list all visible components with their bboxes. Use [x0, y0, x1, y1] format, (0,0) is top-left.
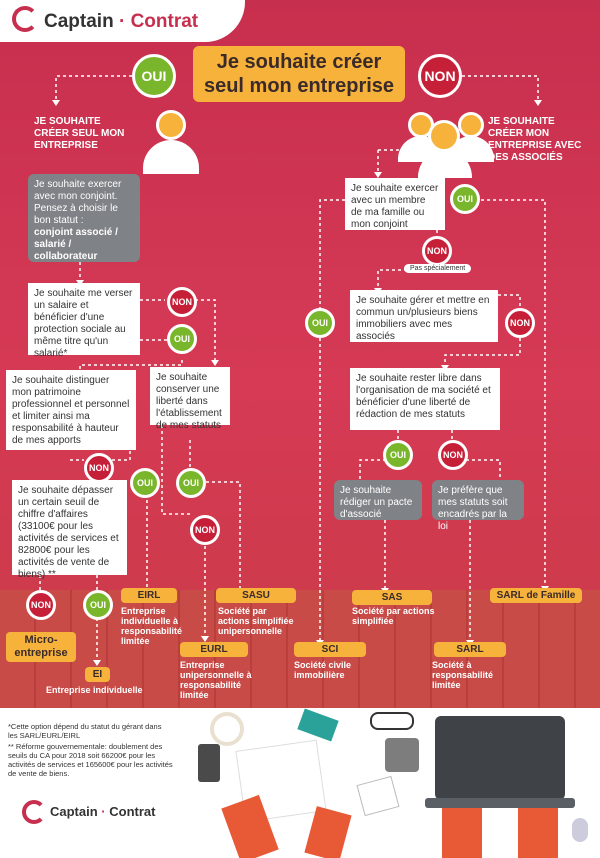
oui-badge-libre: OUI [383, 440, 413, 470]
result-sas-desc: Société par actions simplifiée [352, 606, 435, 626]
oui-badge-seuil: OUI [83, 590, 113, 620]
left-branch-heading: JE SOUHAITE CRÉER SEUL MON ENTREPRISE [34, 116, 125, 151]
footer-brand-part2: Contrat [109, 804, 156, 819]
smartphone-icon [198, 744, 220, 782]
question-salaire: Je souhaite me verser un salaire et béné… [28, 283, 140, 359]
captain-contrat-logo-icon [12, 6, 38, 32]
non-badge-libre: NON [438, 440, 468, 470]
result-sci-desc: Société civile immobilière [294, 660, 352, 680]
oui-badge-patrimoine: OUI [130, 468, 160, 498]
associates-icon-2 [458, 112, 484, 138]
oui-badge-famille: OUI [450, 184, 480, 214]
glasses-icon [370, 712, 414, 730]
title-line1: Je souhaite créer [216, 51, 382, 73]
result-sarl-desc: Société à responsabilité limitée [432, 660, 494, 690]
question-encadres: Je préfère que mes statuts soit encadrés… [432, 480, 524, 532]
question-conjoint-text: Je souhaite exercer avec mon conjoint. P… [34, 179, 122, 226]
question-libre: Je souhaite rester libre dans l'organisa… [350, 368, 500, 430]
footer-brand-logo: Captain · Contrat [50, 804, 155, 819]
non-badge-famille: NON [422, 236, 452, 266]
result-sasu: SASU [216, 588, 296, 603]
result-sasu-desc: Société par actions simplifiée uniperson… [218, 606, 294, 636]
result-sarl: SARL [434, 642, 506, 657]
brand-logo: Captain · Contrat [44, 11, 198, 33]
associates-icon-center [428, 120, 460, 152]
result-sarl-famille: SARL de Famille [490, 588, 582, 603]
oui-badge-salaire: OUI [167, 324, 197, 354]
footer-brand-dot: · [101, 804, 106, 819]
non-badge-patrimoine: NON [84, 453, 114, 483]
calculator-icon [385, 738, 419, 772]
footnote-2: ** Réforme gouvernementale: doublement d… [8, 742, 173, 778]
footer-brand-part1: Captain [50, 804, 98, 819]
left-hand-sleeve [442, 808, 482, 858]
non-badge-main: NON [418, 54, 462, 98]
question-liberte: Je souhaite conserver une liberté dans l… [150, 367, 230, 431]
result-ei-desc: Entreprise individuelle [46, 685, 143, 695]
brand-name-part1: Captain [44, 11, 114, 32]
result-micro-entreprise: Micro-entreprise [6, 632, 76, 662]
header-logo-area [0, 0, 245, 42]
result-eirl: EIRL [121, 588, 177, 603]
title-line2: seul mon entreprise [203, 75, 395, 97]
right-branch-heading: JE SOUHAITE CRÉER MON ENTREPRISE AVEC DE… [488, 116, 582, 163]
oui-badge-liberte: OUI [176, 468, 206, 498]
solo-person-icon [156, 110, 186, 140]
footnote-1: *Cette option dépend du statut du gérant… [8, 722, 162, 740]
result-eurl-desc: Entreprise unipersonnelle à responsabili… [180, 660, 252, 700]
question-seuil: Je souhaite dépasser un certain seuil de… [12, 480, 127, 580]
footer-logo-icon [22, 800, 46, 824]
non-badge-salaire: NON [167, 287, 197, 317]
non-badge-seuil: NON [26, 590, 56, 620]
question-patrimoine: Je souhaite distinguer mon patrimoine pr… [6, 370, 136, 450]
main-question: Je souhaite créer seul mon entreprise [193, 46, 405, 102]
result-sci: SCI [294, 642, 366, 657]
result-sas: SAS [352, 590, 432, 605]
non-badge-liberte: NON [190, 515, 220, 545]
non-badge-immobilier: NON [505, 308, 535, 338]
result-eirl-desc: Entreprise individuelle à responsabilité… [121, 606, 183, 646]
result-eurl: EURL [180, 642, 248, 657]
brand-name-part2: Contrat [130, 11, 199, 32]
mouse-icon [572, 818, 588, 842]
question-conjoint: Je souhaite exercer avec mon conjoint. P… [28, 174, 140, 262]
question-famille: Je souhaite exercer avec un membre de ma… [345, 178, 445, 230]
question-pacte: Je souhaite rédiger un pacte d'associé [334, 480, 422, 520]
laptop-icon [435, 716, 565, 800]
result-ei: EI [85, 667, 110, 682]
pas-specialement-tag: Pas spécialement [404, 264, 472, 273]
coffee-cup-icon [210, 712, 244, 746]
question-conjoint-bold: conjoint associé / salarié / collaborate… [34, 227, 118, 262]
right-hand-sleeve [518, 808, 558, 858]
question-immobilier: Je souhaite gérer et mettre en commun un… [350, 290, 498, 342]
oui-badge-main: OUI [132, 54, 176, 98]
oui-badge-immobilier: OUI [305, 308, 335, 338]
laptop-base [425, 798, 575, 808]
brand-dot: · [118, 11, 126, 32]
